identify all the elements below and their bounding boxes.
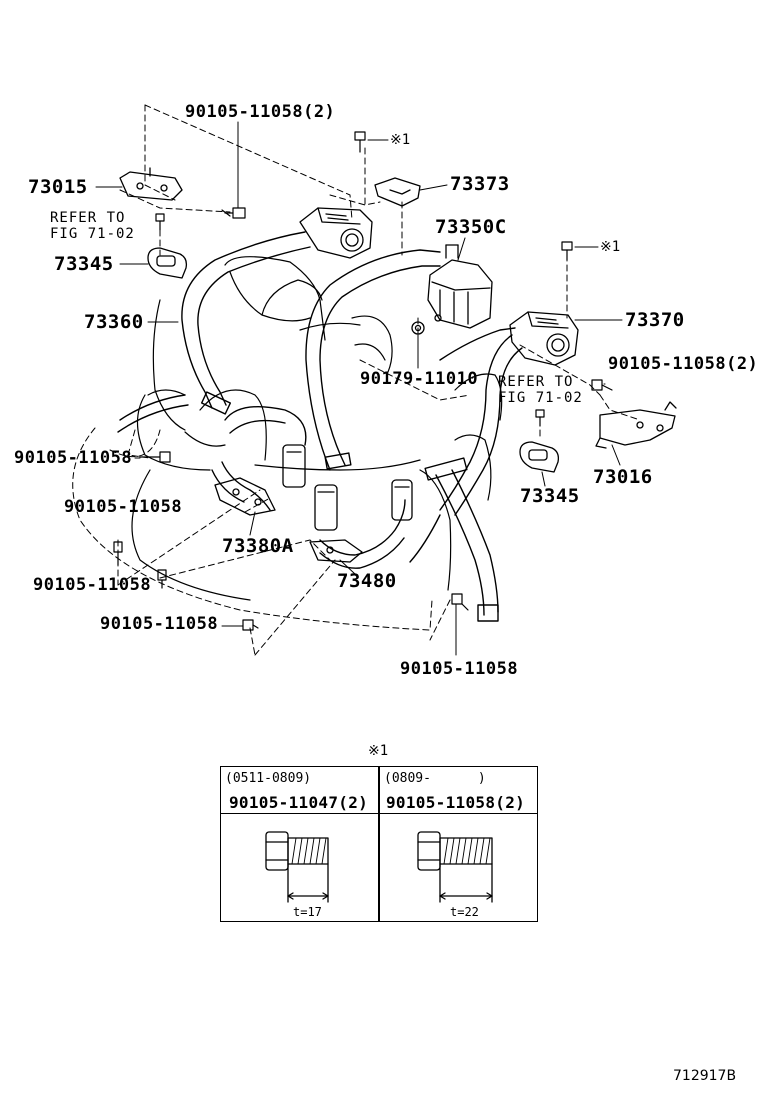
bolt-90105-d: [242, 619, 259, 631]
label-90105-11058-b: 90105-11058: [64, 497, 183, 517]
thread-length-a: t=17: [293, 905, 322, 919]
label-73370: 73370: [625, 309, 685, 331]
bolt-star1-right: [561, 241, 573, 261]
thread-length-b: t=22: [450, 905, 479, 919]
table-bolt-art-a: [265, 831, 329, 903]
bolt-star1-top: [354, 131, 366, 153]
retractors: [299, 207, 579, 366]
part-number-b: 90105-11058(2): [386, 793, 526, 812]
label-73380a: 73380A: [222, 535, 294, 557]
label-73015: 73015: [28, 176, 88, 198]
seat-outline: [131, 256, 503, 601]
label-73345-left: 73345: [54, 253, 114, 275]
label-90179-11010: 90179-11010: [360, 369, 479, 389]
bolt-variant-table: (0511-0809) 90105-11047(2) t=17 (0809- )…: [220, 766, 538, 922]
bolt-90105-c: [157, 569, 167, 589]
leader-lines: [95, 121, 623, 656]
bolt-refer-right: [535, 409, 545, 427]
bolts: [113, 131, 613, 631]
part-number-a: 90105-11047(2): [229, 793, 369, 812]
label-refer-to-fig-left: REFER TO FIG 71-02: [50, 210, 135, 242]
label-73016: 73016: [593, 466, 653, 488]
label-90105-11058-e: 90105-11058: [400, 659, 519, 679]
bolt-90105-top: [221, 207, 246, 219]
label-refer-to-fig-right: REFER TO FIG 71-02: [498, 374, 583, 406]
buckles: [214, 444, 413, 563]
label-73350c: 73350C: [435, 216, 507, 238]
bolt-90105-e: [451, 593, 469, 611]
label-star-1-top: ※1: [390, 132, 411, 148]
label-73373: 73373: [450, 173, 510, 195]
label-star-1-right: ※1: [600, 239, 621, 255]
date-range-b: (0809- ): [384, 771, 486, 786]
bolt-refer-left: [155, 213, 165, 231]
table-column-0511-0809: (0511-0809) 90105-11047(2) t=17: [221, 767, 380, 921]
label-90105-11058-a: 90105-11058: [14, 448, 133, 468]
seat-belt-webbing: [117, 231, 523, 622]
table-bolt-art-b: [417, 831, 493, 903]
label-73345-right: 73345: [520, 485, 580, 507]
label-90105-11058-d: 90105-11058: [100, 614, 219, 634]
label-90105-11058-right: 90105-11058(2): [608, 354, 759, 374]
label-90105-11058-c: 90105-11058: [33, 575, 152, 595]
date-range-a: (0511-0809): [225, 771, 312, 786]
table-column-0809: (0809- ) 90105-11058(2) t=22: [380, 767, 537, 921]
bolt-90105-a: [139, 451, 171, 463]
figure-id: 712917B: [673, 1068, 737, 1084]
table-star-1-heading: ※1: [368, 743, 389, 759]
brackets: [119, 167, 677, 473]
label-73360: 73360: [84, 311, 144, 333]
bolt-90105-right: [591, 379, 613, 391]
label-90105-11058-top: 90105-11058(2): [185, 102, 336, 122]
bolt-90105-b: [113, 541, 123, 566]
label-73480: 73480: [337, 570, 397, 592]
